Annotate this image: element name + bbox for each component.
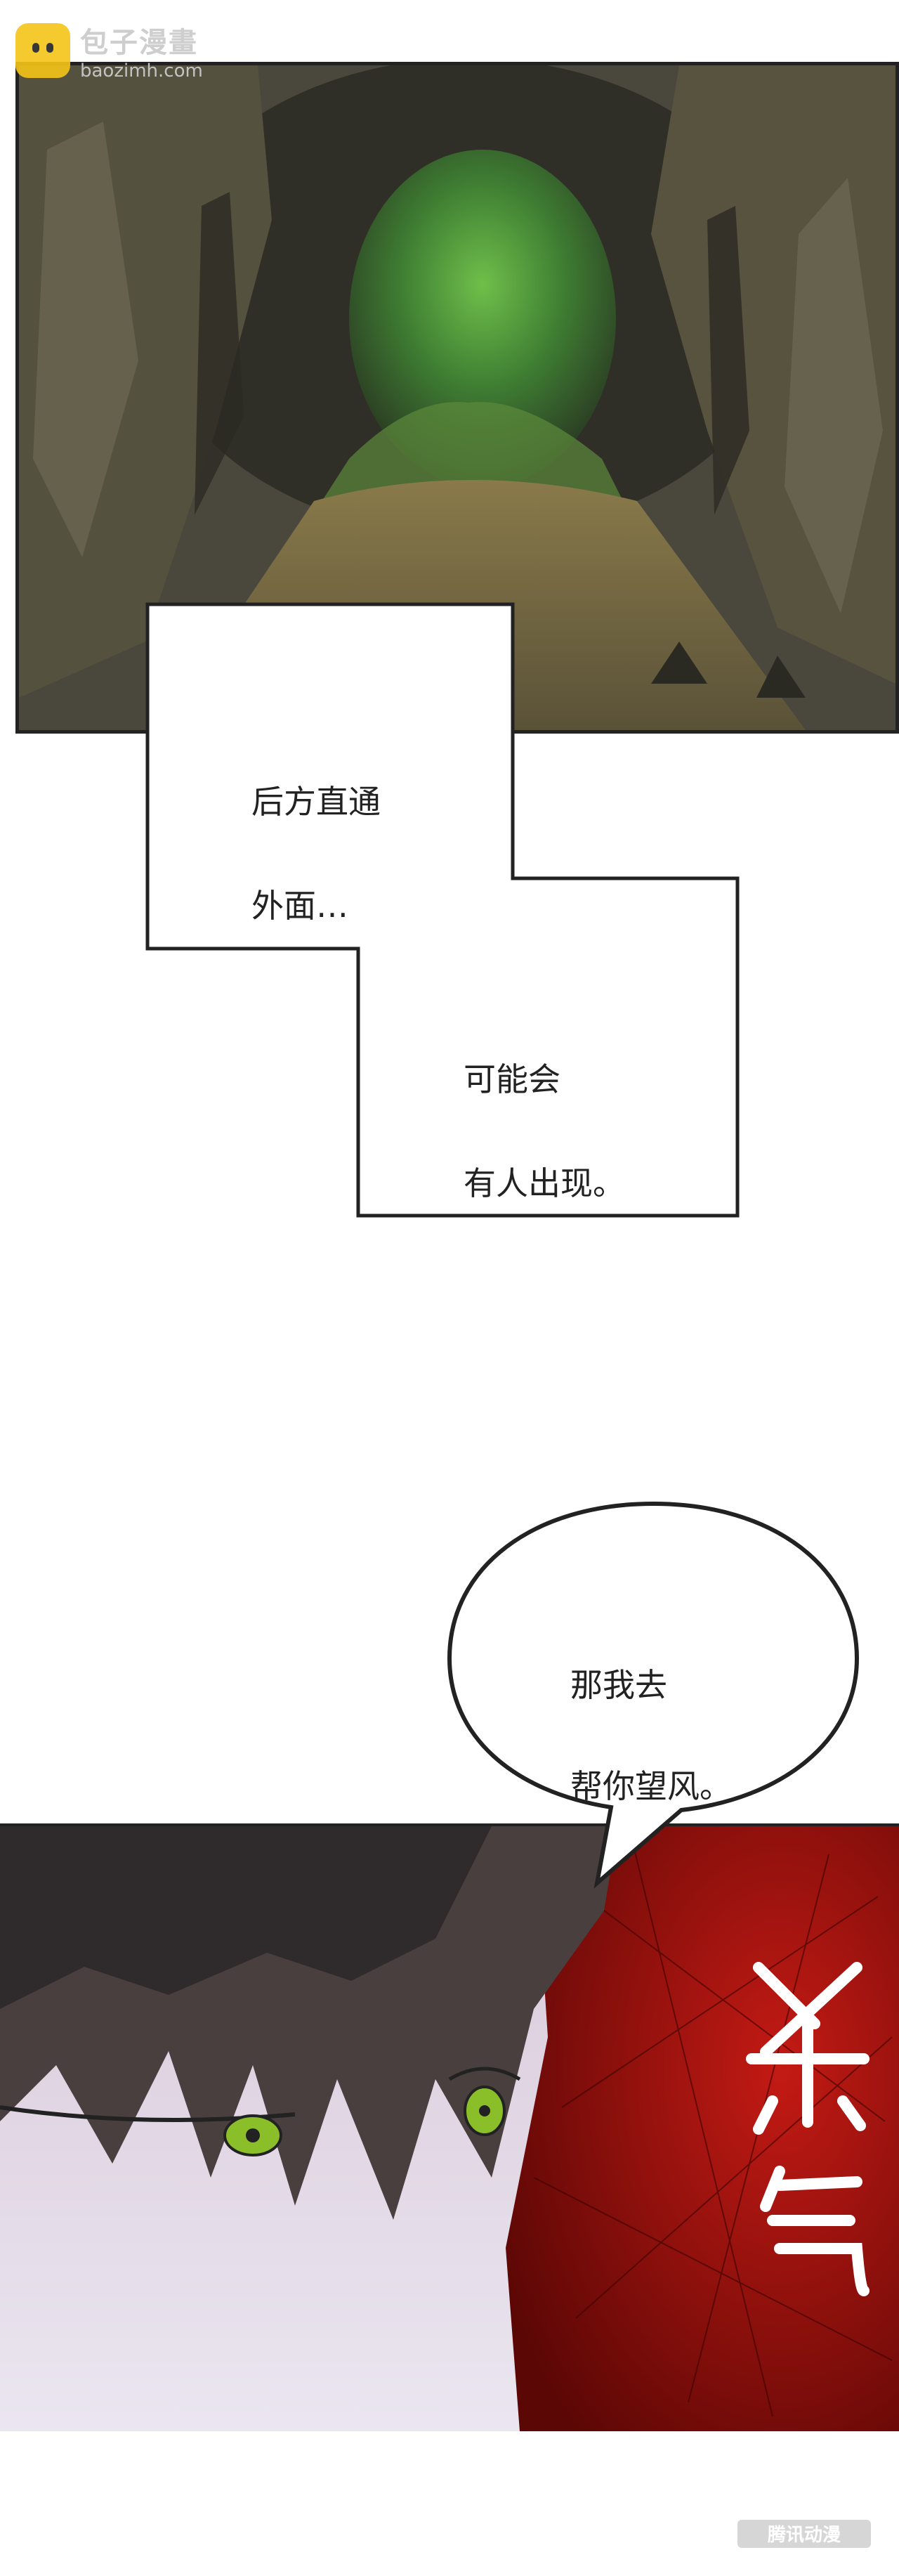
speech-bubble-line2: 帮你望风。	[570, 1767, 732, 1805]
publisher-logo-icon: 腾讯动漫	[737, 2520, 871, 2548]
caption-1-text: 后方直通 外面…	[251, 724, 381, 932]
face-illustration	[0, 1826, 899, 2431]
watermark-url: baozimh.com	[80, 60, 203, 82]
svg-text:腾讯动漫: 腾讯动漫	[768, 2525, 841, 2546]
speech-bubble	[447, 1501, 860, 1889]
sfx-killing-intent	[746, 1962, 870, 2296]
caption-2-text: 可能会 有人出现。	[464, 1001, 625, 1209]
caption-1-line1: 后方直通	[251, 783, 381, 821]
speech-bubble-line1: 那我去	[570, 1666, 667, 1704]
watermark: 包子漫畫 baozimh.com	[15, 20, 203, 82]
caption-box	[145, 602, 740, 1218]
caption-1-line2: 外面…	[251, 887, 348, 925]
watermark-title: 包子漫畫	[80, 27, 198, 59]
caption-2-line2: 有人出现。	[464, 1164, 625, 1202]
bun-logo-icon	[15, 23, 70, 78]
speech-bubble-text: 那我去 帮你望风。	[570, 1609, 732, 1811]
caption-2-line1: 可能会	[464, 1060, 560, 1098]
face-panel	[0, 1823, 899, 2431]
